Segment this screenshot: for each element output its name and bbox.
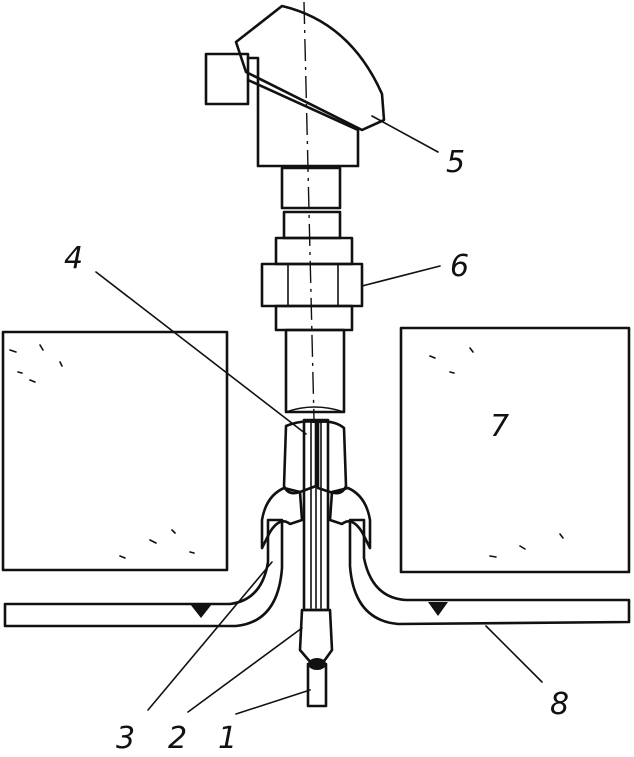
label-6: 6 xyxy=(450,249,469,284)
label-1: 1 xyxy=(218,721,237,756)
label-8: 8 xyxy=(550,687,569,722)
leader-lines xyxy=(95,115,543,715)
insulation-block-left xyxy=(1,330,229,572)
hot-junction xyxy=(308,658,326,670)
label-7: 7 xyxy=(490,409,509,444)
label-2: 2 xyxy=(168,721,187,756)
hex-nut xyxy=(260,236,364,332)
center-line xyxy=(303,1,315,421)
wall-plate xyxy=(3,518,631,628)
upper-tube xyxy=(284,328,346,414)
label-3: 3 xyxy=(116,721,135,756)
neck xyxy=(280,166,342,240)
sheath-tip xyxy=(298,608,334,708)
terminal-head xyxy=(204,4,386,168)
thermocouple-tube xyxy=(302,418,330,612)
label-5: 5 xyxy=(446,145,465,180)
label-4: 4 xyxy=(64,241,83,276)
weld-left xyxy=(190,604,212,618)
weld-right xyxy=(428,602,448,616)
insulation-block-right xyxy=(399,326,631,574)
